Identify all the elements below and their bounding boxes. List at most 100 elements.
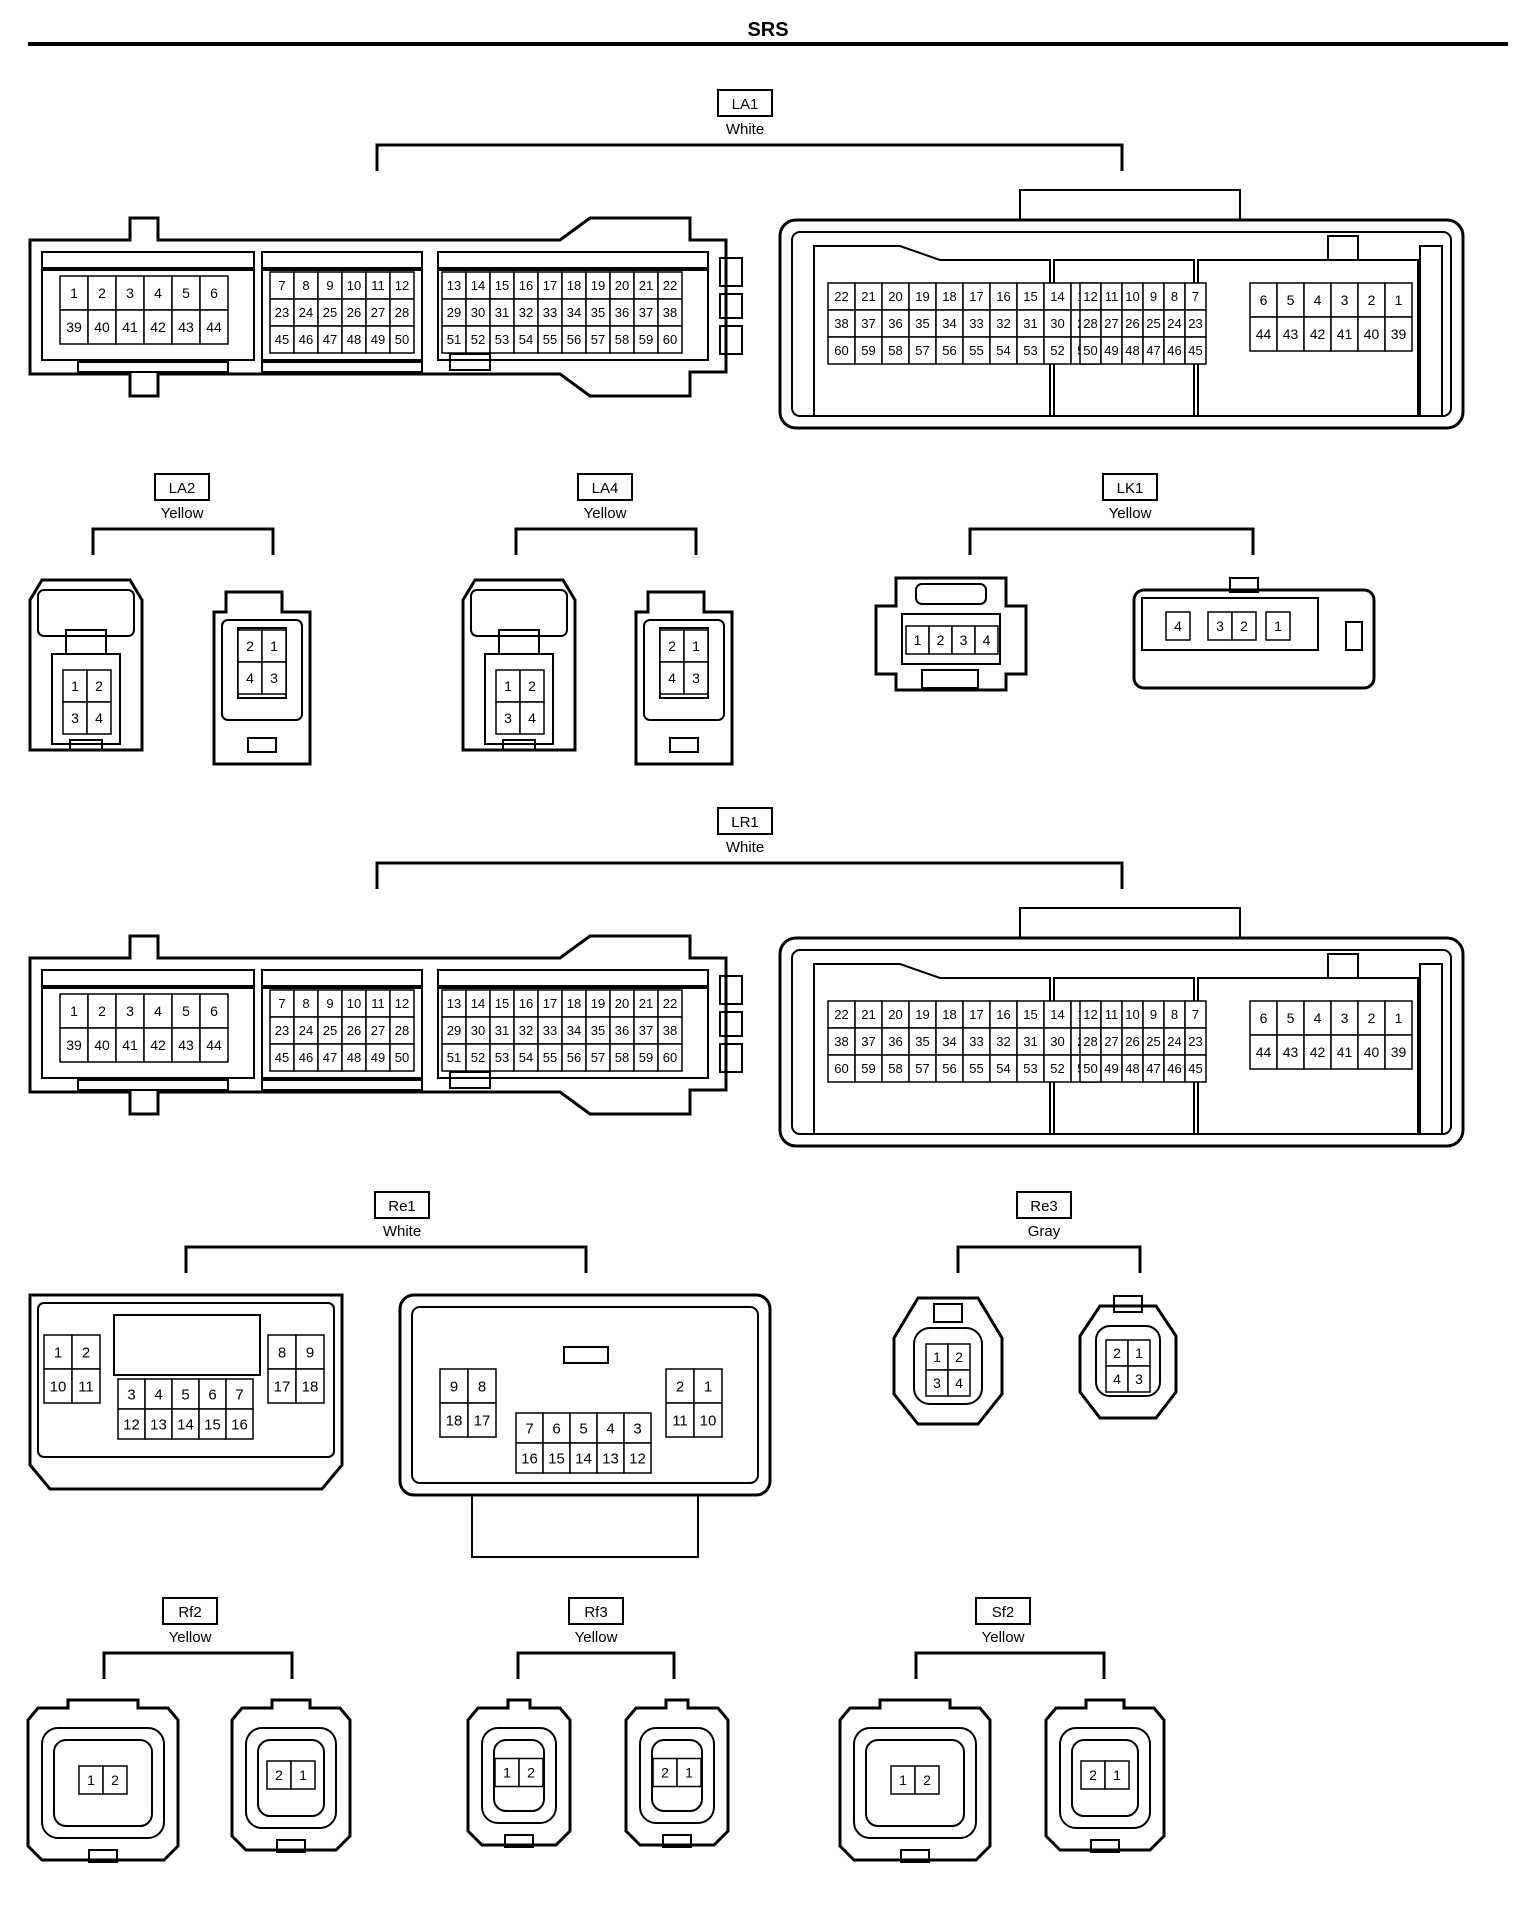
pin-number: 4 (668, 670, 676, 686)
pin-number: 44 (206, 1037, 222, 1053)
pin-number: 17 (543, 996, 557, 1011)
pin-cell (317, 325, 343, 354)
pin-number: 53 (495, 1050, 509, 1065)
pin-number: 46 (1167, 1061, 1181, 1076)
pin-number: 5 (181, 1386, 189, 1403)
pin-number: 3 (127, 1386, 135, 1403)
pin-number: 40 (94, 1037, 110, 1053)
housing-outline (1419, 245, 1443, 417)
housing-outline (813, 245, 1051, 417)
pin-number: 13 (447, 996, 461, 1011)
pin-number: 6 (208, 1386, 216, 1403)
pin-number: 59 (861, 343, 875, 358)
pin-cell (59, 1027, 89, 1063)
pin-number: 4 (154, 1003, 162, 1019)
pin-number: 6 (210, 285, 218, 301)
housing-outline (230, 1698, 352, 1852)
pin-number: 1 (54, 1344, 62, 1361)
pin-cell (657, 325, 683, 354)
pin-cell (683, 629, 709, 663)
pin-number: 59 (639, 1050, 653, 1065)
pin-number: 21 (639, 996, 653, 1011)
pin-number: 1 (299, 1767, 307, 1783)
pin-number: 1 (1274, 618, 1282, 634)
pin-number: 38 (834, 1034, 848, 1049)
pin-cell (633, 298, 659, 327)
pin-number: 43 (178, 319, 194, 335)
pin-number: 31 (495, 1023, 509, 1038)
pin-number: 22 (834, 1007, 848, 1022)
connector-code: Rf3 (584, 1604, 607, 1621)
pin-number: 37 (639, 1023, 653, 1038)
housing-outline (913, 1327, 983, 1405)
connector-color: Yellow (169, 1629, 212, 1646)
pin-cell (908, 1054, 937, 1083)
pin-number: 5 (1287, 1010, 1295, 1026)
pin-number: 8 (1171, 289, 1178, 304)
pin-cell (261, 661, 287, 695)
pin-number: 7 (525, 1420, 533, 1437)
pin-cell (71, 1368, 101, 1404)
housing-outline (719, 293, 743, 319)
pin-cell (341, 298, 367, 327)
housing-outline (261, 361, 423, 373)
pin-cell (117, 1408, 146, 1440)
housing-outline (53, 1739, 153, 1827)
housing-outline (466, 1698, 572, 1847)
pin-cell (1265, 611, 1291, 641)
pin-cell (881, 336, 910, 365)
pin-cell (989, 336, 1018, 365)
housing-outline (1229, 577, 1259, 593)
pin-number: 39 (66, 1037, 82, 1053)
housing-outline (212, 590, 312, 766)
pin-number: 2 (98, 285, 106, 301)
pin-cell (467, 1402, 497, 1438)
pin-cell (295, 1368, 325, 1404)
pin-number: 3 (1341, 1010, 1349, 1026)
pin-number: 53 (495, 332, 509, 347)
pin-cell (441, 1043, 467, 1072)
connector-bracket (968, 527, 1255, 555)
pin-number: 3 (126, 285, 134, 301)
pin-number: 8 (302, 278, 309, 293)
pin-number: 7 (278, 278, 285, 293)
pin-number: 56 (942, 343, 956, 358)
housing-outline (261, 1079, 423, 1091)
pin-number: 20 (888, 289, 902, 304)
housing-outline (261, 251, 423, 269)
housing-outline (77, 1079, 229, 1091)
pin-number: 56 (567, 332, 581, 347)
pin-cell (1016, 1054, 1045, 1083)
pin-number: 16 (521, 1450, 538, 1467)
pin-number: 60 (663, 1050, 677, 1065)
pin-number: 52 (471, 332, 485, 347)
pin-number: 10 (1125, 289, 1139, 304)
pin-number: 28 (1083, 316, 1097, 331)
pin-number: 25 (1146, 1034, 1160, 1049)
pin-number: 26 (347, 1023, 361, 1038)
housing-outline (26, 1698, 180, 1862)
housing-outline (1113, 1295, 1143, 1313)
housing-outline (915, 583, 987, 605)
pin-number: 2 (1368, 1010, 1376, 1026)
pin-cell (144, 1378, 173, 1410)
pin-number: 47 (1146, 343, 1160, 358)
pin-cell (269, 325, 295, 354)
pin-cell (43, 1368, 73, 1404)
pin-number: 29 (447, 305, 461, 320)
pin-cell (947, 1369, 971, 1397)
pin-number: 3 (126, 1003, 134, 1019)
housing-outline (838, 1698, 992, 1862)
pin-cell (199, 275, 229, 311)
pin-number: 15 (1023, 289, 1037, 304)
pin-number: 30 (1050, 1034, 1064, 1049)
pin-number: 3 (633, 1420, 641, 1437)
pin-number: 1 (685, 1765, 693, 1781)
housing-outline (41, 987, 255, 1079)
pin-cell (87, 309, 117, 345)
pin-cell (1303, 316, 1332, 352)
